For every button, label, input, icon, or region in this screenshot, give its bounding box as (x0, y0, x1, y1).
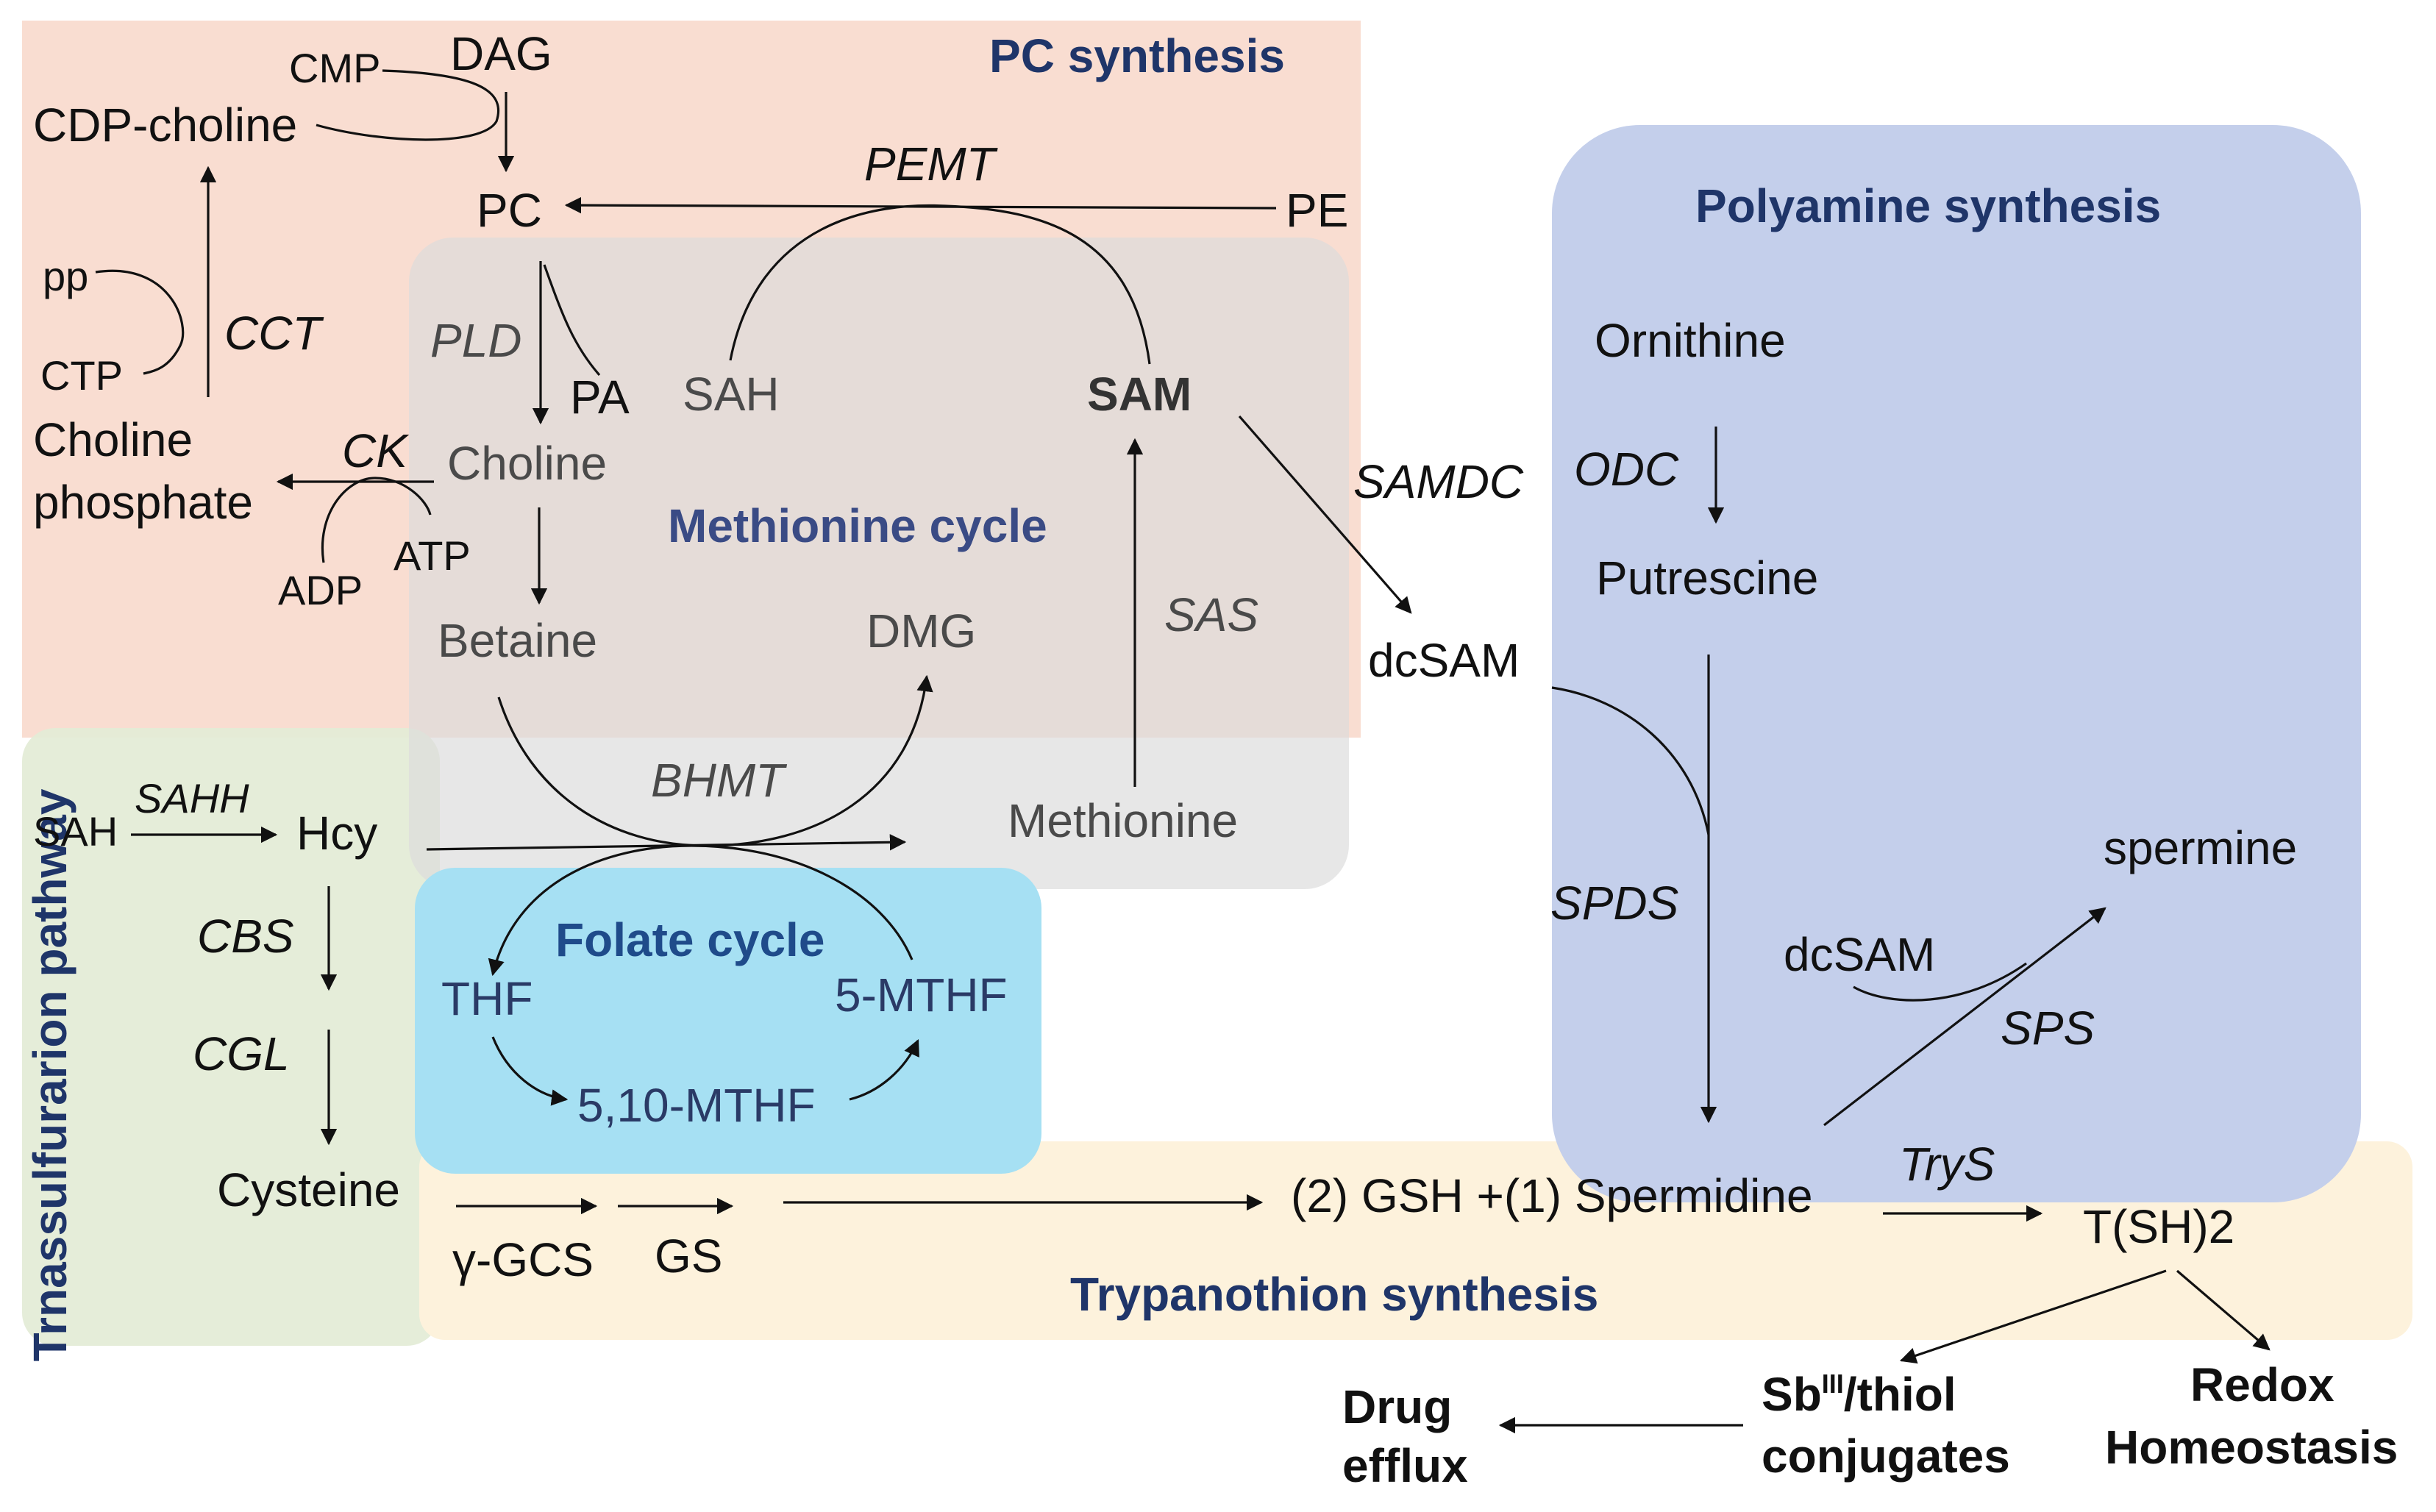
dcsam-sps-loop (1853, 962, 2027, 1002)
thf-to-510mthf-curve (491, 1036, 569, 1106)
redox-label-line1: Redox (2190, 1358, 2334, 1411)
putrescine-label: Putrescine (1596, 552, 1818, 605)
samdc-label: SAMDC (1353, 455, 1524, 508)
sah-trans-label: SAH (33, 808, 118, 855)
odc-label: ODC (1574, 443, 1679, 496)
pc-label: PC (477, 184, 542, 237)
5-mthf-label: 5-MTHF (835, 969, 1008, 1021)
thf-label: THF (441, 972, 533, 1025)
methionine-label: Methionine (1008, 794, 1238, 847)
choline-phosphate-label-line2: phosphate (33, 476, 253, 529)
sah-methionine-label: SAH (683, 368, 780, 421)
ck-label: CK (342, 424, 410, 477)
ctp-label: CTP (40, 352, 123, 399)
pa-label: PA (570, 371, 630, 424)
gsh-spermidine-label: (2) GSH +(1) Spermidine (1291, 1169, 1813, 1222)
to-sb-conjugates-arrow (1899, 1269, 2167, 1364)
gamma-gcs-label: γ-GCS (452, 1233, 594, 1286)
cdp-choline-label: CDP-choline (33, 99, 297, 151)
trypanothione-synthesis-title: Trypanothion synthesis (1070, 1268, 1598, 1321)
sas-label: SAS (1164, 588, 1258, 641)
ornithine-label: Ornithine (1595, 314, 1786, 367)
pc-to-pa-curve (543, 264, 601, 377)
adp-atp-loop (321, 477, 432, 563)
bhmt-label: BHMT (651, 754, 787, 807)
methionine-cycle-title: Methionine cycle (668, 499, 1047, 552)
spds-label: SPDS (1550, 877, 1678, 930)
pp-label: pp (43, 253, 88, 299)
to-redox-arrow (2176, 1269, 2271, 1351)
dcsam-sps-label: dcSAM (1784, 928, 1935, 981)
methionine-cycle-region (409, 238, 1349, 889)
choline-phosphate-label-line1: Choline (33, 413, 193, 466)
transsulfuration-title-line1: Trnassulfurarion pathway (24, 788, 76, 1361)
polyamine-synthesis-title: Polyamine synthesis (1695, 179, 2161, 232)
510-mthf-label: 5,10-MTHF (577, 1079, 816, 1132)
cysteine-label: Cysteine (217, 1163, 400, 1216)
pp-ctp-loop (95, 269, 185, 375)
polyamine-region (1552, 125, 2361, 1202)
cmp-dag-loop (316, 69, 500, 141)
510mthf-to-5mthf-curve (849, 1038, 919, 1101)
sb-conjugates-label-line2: conjugates (1762, 1430, 2010, 1483)
sb-conjugates-label-line1: SbIII/thiol (1762, 1368, 1956, 1421)
pe-label: PE (1286, 184, 1348, 237)
drug-efflux-label-line1: Drug (1342, 1380, 1452, 1433)
pemt-label: PEMT (864, 138, 998, 190)
pld-label: PLD (430, 314, 522, 367)
cbs-label: CBS (197, 910, 294, 963)
atp-label: ATP (393, 532, 471, 579)
gs-label: GS (655, 1230, 722, 1283)
sps-label: SPS (2001, 1002, 2095, 1055)
dag-label: DAG (450, 27, 552, 80)
pc-synthesis-title: PC synthesis (989, 29, 1285, 82)
drug-efflux-label-line2: efflux (1342, 1439, 1468, 1492)
sah-sam-arch (729, 204, 1151, 365)
spermine-label: spermine (2104, 821, 2297, 874)
sb-symbol: Sb (1762, 1368, 1822, 1421)
sb-thiol-text: /thiol (1844, 1368, 1956, 1421)
choline-label: Choline (447, 437, 607, 490)
hcy-label: Hcy (296, 807, 377, 860)
transsulfuration-region (22, 728, 440, 1346)
transsulfuration-title: Trnassulfurarion pathway (24, 788, 76, 1361)
samdc-arrow (1238, 415, 1412, 614)
cct-label: CCT (224, 307, 324, 360)
sam-label: SAM (1087, 368, 1192, 421)
redox-label-line2: Homeostasis (2105, 1421, 2398, 1474)
dmg-label: DMG (866, 605, 976, 657)
folate-cycle-region (415, 868, 1041, 1174)
adp-label: ADP (278, 567, 363, 613)
dcsam-to-spds-curve (1551, 686, 1710, 835)
cgl-label: CGL (193, 1027, 290, 1080)
sb-oxidation-state: III (1822, 1369, 1844, 1399)
betaine-label: Betaine (438, 614, 597, 667)
trys-label: TryS (1899, 1138, 1995, 1191)
mthf-to-thf-curve (488, 844, 914, 977)
tsh2-label: T(SH)2 (2083, 1200, 2234, 1253)
sahh-label: SAHH (135, 775, 249, 821)
sps-arrow (1823, 907, 2106, 1127)
cmp-label: CMP (289, 45, 380, 91)
dcsam-label: dcSAM (1368, 634, 1520, 687)
folate-cycle-title: Folate cycle (555, 913, 825, 966)
